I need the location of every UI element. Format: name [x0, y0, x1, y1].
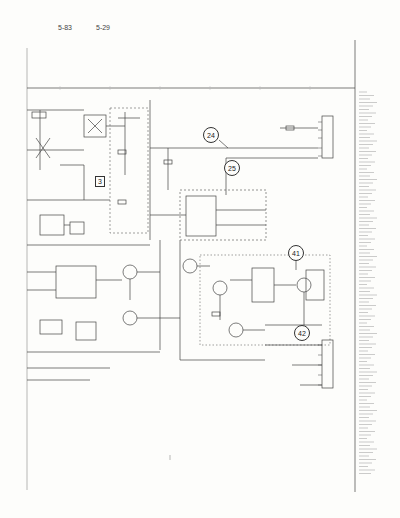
page-number: 5-83 — [58, 24, 72, 31]
node-text: 42 — [298, 330, 306, 337]
callout-number: 25 — [224, 160, 240, 176]
callout-number: 42 — [294, 325, 310, 341]
callout-number: 41 — [288, 245, 304, 261]
node-text: 24 — [207, 132, 215, 139]
reference-box: 3 — [95, 176, 105, 187]
node-text: 41 — [292, 250, 300, 257]
page-number: 5-29 — [96, 24, 110, 31]
callout-number: 24 — [203, 127, 219, 143]
node-text: 25 — [228, 165, 236, 172]
node-text: 3 — [98, 178, 102, 185]
